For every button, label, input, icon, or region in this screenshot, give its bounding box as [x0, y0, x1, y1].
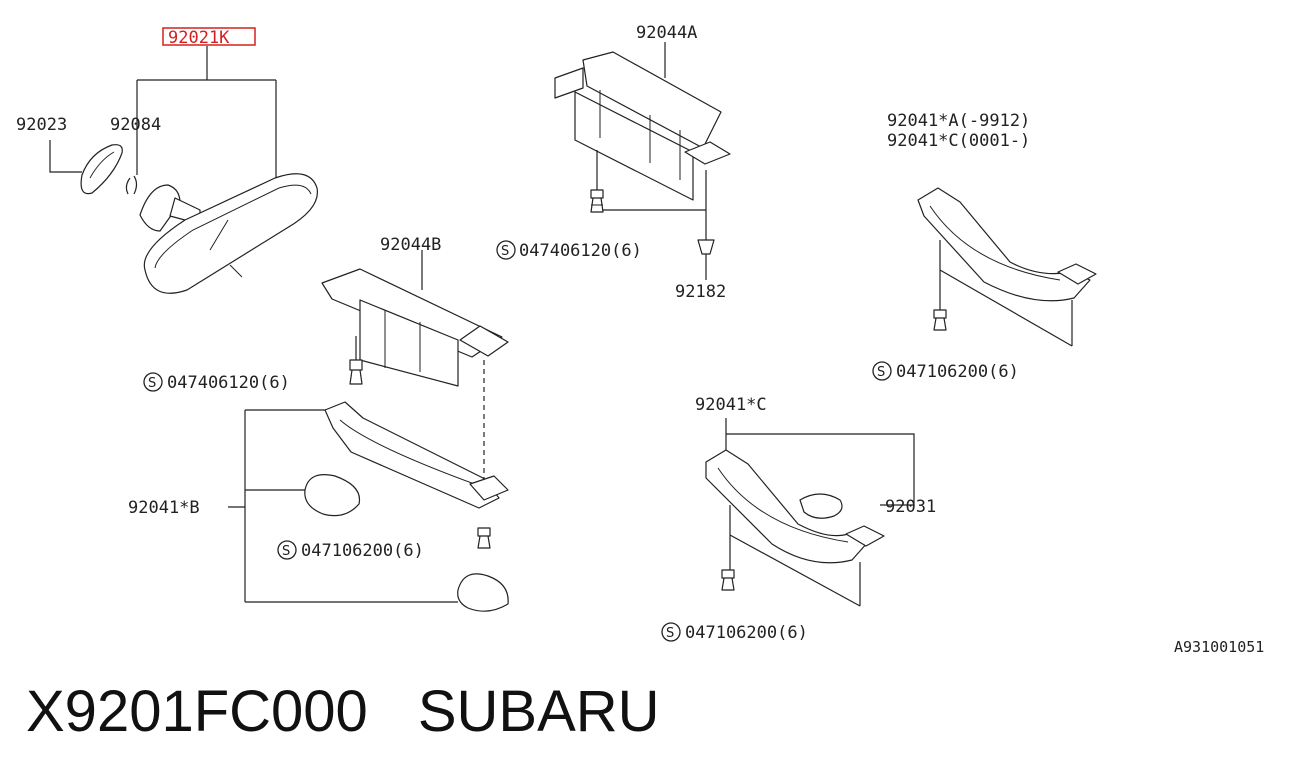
part-highlight-box[interactable] [162, 27, 256, 46]
label-92041B[interactable]: 92041*B [128, 498, 200, 518]
label-92084[interactable]: 92084 [110, 115, 161, 135]
mirror-assembly: 92021K [49, 27, 319, 294]
brand-name: SUBARU [417, 679, 660, 744]
label-92023[interactable]: 92023 [16, 115, 67, 135]
label-92031[interactable]: 92031 [885, 497, 936, 517]
svg-text:S: S [666, 626, 674, 641]
footer: X9201FC000 SUBARU [26, 678, 660, 758]
grip-92041B [228, 401, 509, 612]
part-number: X9201FC000 [26, 679, 368, 744]
svg-text:S: S [282, 544, 290, 559]
label-92044B[interactable]: 92044B [380, 235, 441, 255]
label-92021K[interactable]: 92021K [168, 28, 230, 48]
bolt-label-d[interactable]: S 047106200(6) [277, 540, 424, 561]
svg-text:047406120(6): 047406120(6) [167, 373, 290, 393]
svg-text:S: S [501, 244, 509, 259]
svg-text:S: S [148, 376, 156, 391]
label-92041C-range[interactable]: 92041*C(0001-) [887, 131, 1030, 151]
bracket-92044B [321, 250, 509, 500]
svg-text:047406120(6): 047406120(6) [519, 241, 642, 261]
label-92182[interactable]: 92182 [675, 282, 726, 302]
bolt-label-b[interactable]: S 047406120(6) [143, 372, 290, 393]
svg-text:047106200(6): 047106200(6) [301, 541, 424, 561]
grip-92041A [917, 187, 1097, 347]
bolt-label-e[interactable]: S 047106200(6) [661, 622, 808, 643]
grip-92041C [705, 418, 915, 607]
svg-text:047106200(6): 047106200(6) [896, 362, 1019, 382]
label-92041C[interactable]: 92041*C [695, 395, 767, 415]
drawing-number: A931001051 [1174, 638, 1264, 656]
svg-text:047106200(6): 047106200(6) [685, 623, 808, 643]
svg-text:S: S [877, 365, 885, 380]
bracket-92044A [554, 42, 731, 280]
label-92044A[interactable]: 92044A [636, 23, 697, 43]
bolt-label-c[interactable]: S 047106200(6) [872, 361, 1019, 382]
bolt-label-a[interactable]: S 047406120(6) [496, 240, 642, 261]
label-92041A[interactable]: 92041*A(-9912) [887, 111, 1030, 131]
